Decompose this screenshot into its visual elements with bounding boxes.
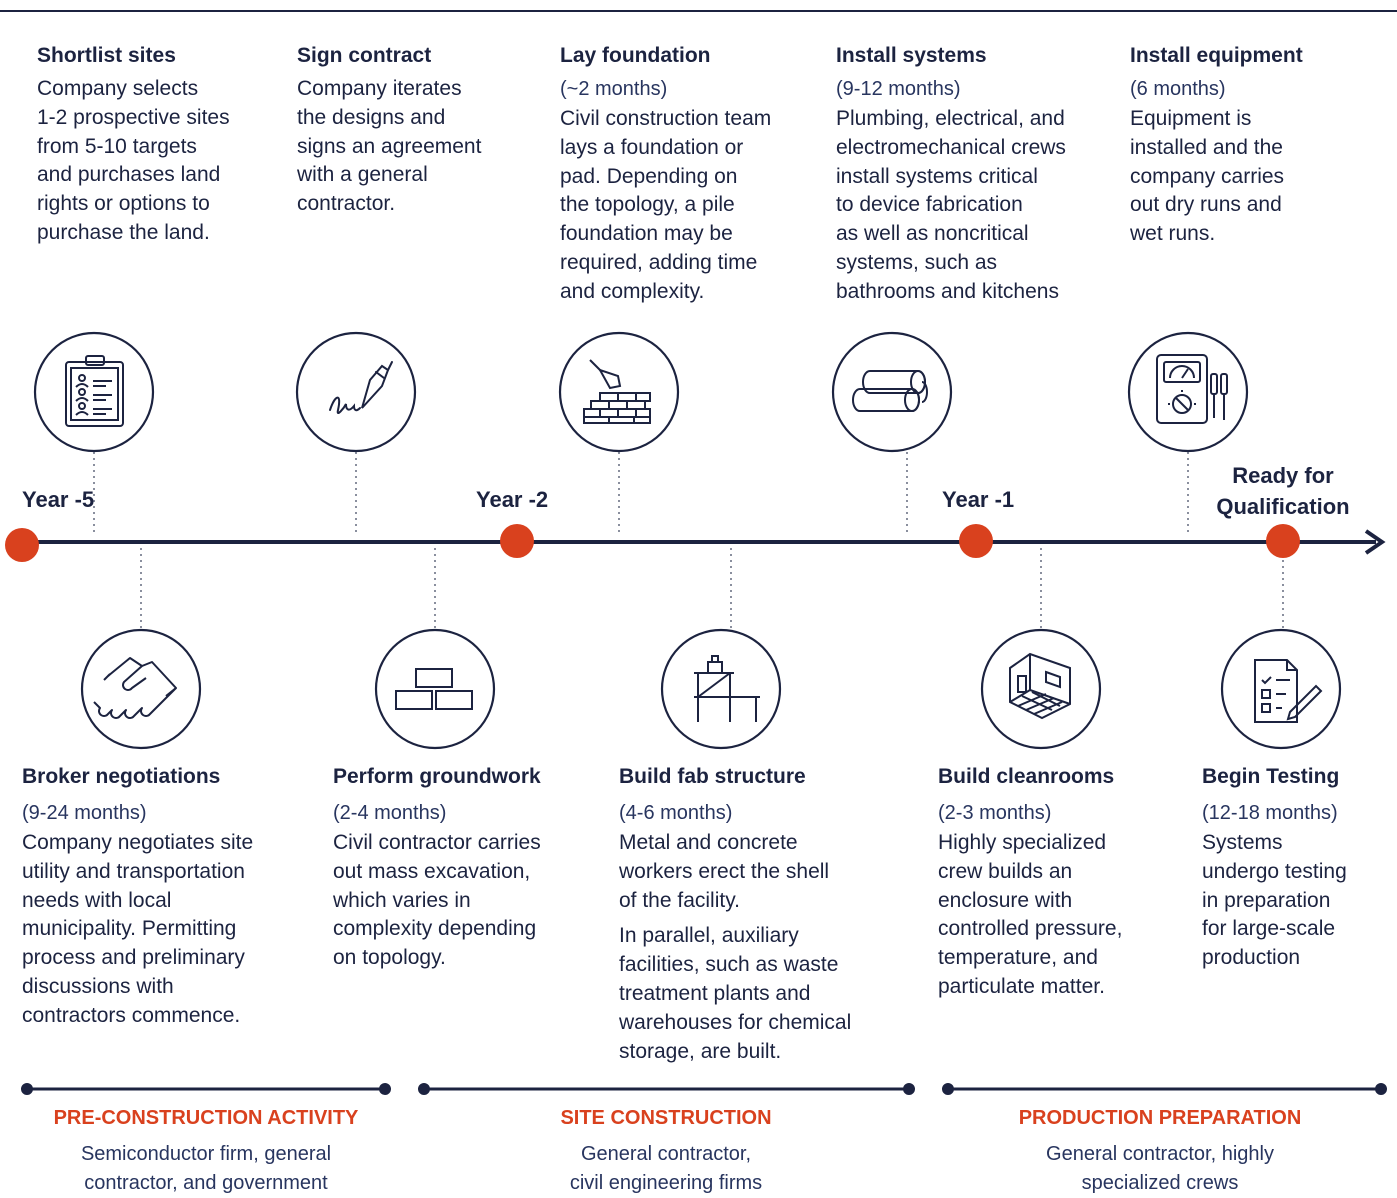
step-lay-foundation: Lay foundation (~2 months) Civil constru… bbox=[560, 44, 771, 307]
step-duration: (9-24 months) bbox=[22, 802, 147, 824]
multimeter-icon bbox=[1156, 354, 1228, 424]
milestone-ready: Ready for Qualification bbox=[1216, 463, 1350, 519]
step-shortlist-sites: Shortlist sites Company selects 1-2 pros… bbox=[37, 44, 230, 248]
signature-pen-icon bbox=[329, 361, 393, 414]
step-build-cleanrooms: Build cleanrooms (2-3 months) Highly spe… bbox=[938, 765, 1122, 1002]
milestone-dot-year-5 bbox=[5, 528, 39, 562]
step-perform-groundwork: Perform groundwork (2-4 months) Civil co… bbox=[333, 765, 541, 973]
clipboard-list-icon bbox=[65, 355, 124, 427]
phase-title: PRODUCTION PREPARATION bbox=[1018, 1107, 1302, 1129]
step-duration: (12-18 months) bbox=[1202, 802, 1338, 824]
step-duration: (4-6 months) bbox=[619, 802, 733, 824]
step-title: Broker negotiations bbox=[22, 765, 221, 788]
step-body: Company selects 1-2 prospective sites fr… bbox=[37, 77, 230, 244]
step-body: Highly specialized crew builds an enclos… bbox=[938, 831, 1123, 998]
checklist-icon bbox=[1254, 659, 1323, 723]
phase-description: Semiconductor firm, general contractor, … bbox=[80, 1143, 332, 1194]
step-title: Shortlist sites bbox=[37, 44, 176, 67]
handshake-icon bbox=[93, 657, 177, 719]
step-duration: (2-4 months) bbox=[333, 802, 447, 824]
bricks-icon bbox=[395, 668, 473, 710]
step-title: Install systems bbox=[836, 44, 987, 67]
step-begin-testing: Begin Testing (12-18 months) Systems und… bbox=[1202, 765, 1347, 973]
step-duration: (6 months) bbox=[1130, 78, 1226, 100]
step-install-systems: Install systems (9-12 months) Plumbing, … bbox=[836, 44, 1066, 307]
step-duration: (2-3 months) bbox=[938, 802, 1052, 824]
top-rule bbox=[0, 10, 1397, 12]
phase-pre-construction: PRE-CONSTRUCTION ACTIVITY Semiconductor … bbox=[6, 1107, 406, 1198]
phase-production-preparation: PRODUCTION PREPARATION General contracto… bbox=[960, 1107, 1360, 1198]
milestone-dot-year-1 bbox=[959, 524, 993, 558]
milestone-year-5: Year -5 bbox=[22, 487, 95, 512]
step-body-secondary: In parallel, auxiliary facilities, such … bbox=[619, 924, 852, 1063]
step-body: Civil contractor carries out mass excava… bbox=[333, 831, 541, 970]
phase-title: SITE CONSTRUCTION bbox=[560, 1107, 772, 1129]
step-title: Build fab structure bbox=[619, 765, 806, 788]
step-title: Perform groundwork bbox=[333, 765, 541, 788]
step-install-equipment: Install equipment (6 months) Equipment i… bbox=[1130, 44, 1303, 249]
step-title: Begin Testing bbox=[1202, 765, 1340, 788]
step-body: Company iterates the designs and signs a… bbox=[297, 77, 482, 216]
scaffold-icon bbox=[694, 655, 760, 722]
phase-title: PRE-CONSTRUCTION ACTIVITY bbox=[53, 1107, 359, 1129]
step-body: Civil construction team lays a foundatio… bbox=[560, 107, 772, 303]
phase-description: General contractor, civil engineering fi… bbox=[569, 1143, 763, 1194]
step-body: Systems undergo testing in preparation f… bbox=[1202, 831, 1347, 970]
trowel-bricks-icon bbox=[583, 359, 651, 424]
step-body: Company negotiates site utility and tran… bbox=[22, 831, 254, 1027]
phase-site-construction: SITE CONSTRUCTION General contractor, ci… bbox=[466, 1107, 866, 1198]
step-sign-contract: Sign contract Company iterates the desig… bbox=[297, 44, 481, 219]
step-title: Install equipment bbox=[1130, 44, 1303, 67]
milestone-dot-year-2 bbox=[500, 524, 534, 558]
step-title: Lay foundation bbox=[560, 44, 711, 67]
step-title: Build cleanrooms bbox=[938, 765, 1115, 788]
step-body: Plumbing, electrical, and electromechani… bbox=[836, 107, 1066, 303]
phase-description: General contractor, highly specialized c… bbox=[1046, 1143, 1274, 1194]
step-duration: (9-12 months) bbox=[836, 78, 961, 100]
step-broker-negotiations: Broker negotiations (9-24 months) Compan… bbox=[22, 765, 253, 1031]
milestone-year-2: Year -2 bbox=[476, 487, 549, 512]
pipes-icon bbox=[852, 370, 928, 412]
milestone-year-1: Year -1 bbox=[942, 487, 1015, 512]
step-body: Metal and concrete workers erect the she… bbox=[619, 831, 830, 912]
timeline-arrowhead bbox=[1364, 529, 1386, 555]
milestone-dot-ready bbox=[1266, 524, 1300, 558]
step-build-fab-structure: Build fab structure (4-6 months) Metal a… bbox=[619, 765, 851, 1066]
step-duration: (~2 months) bbox=[560, 78, 668, 100]
step-body: Equipment is installed and the company c… bbox=[1130, 107, 1285, 246]
step-title: Sign contract bbox=[297, 44, 432, 67]
cleanroom-icon bbox=[1009, 652, 1071, 720]
